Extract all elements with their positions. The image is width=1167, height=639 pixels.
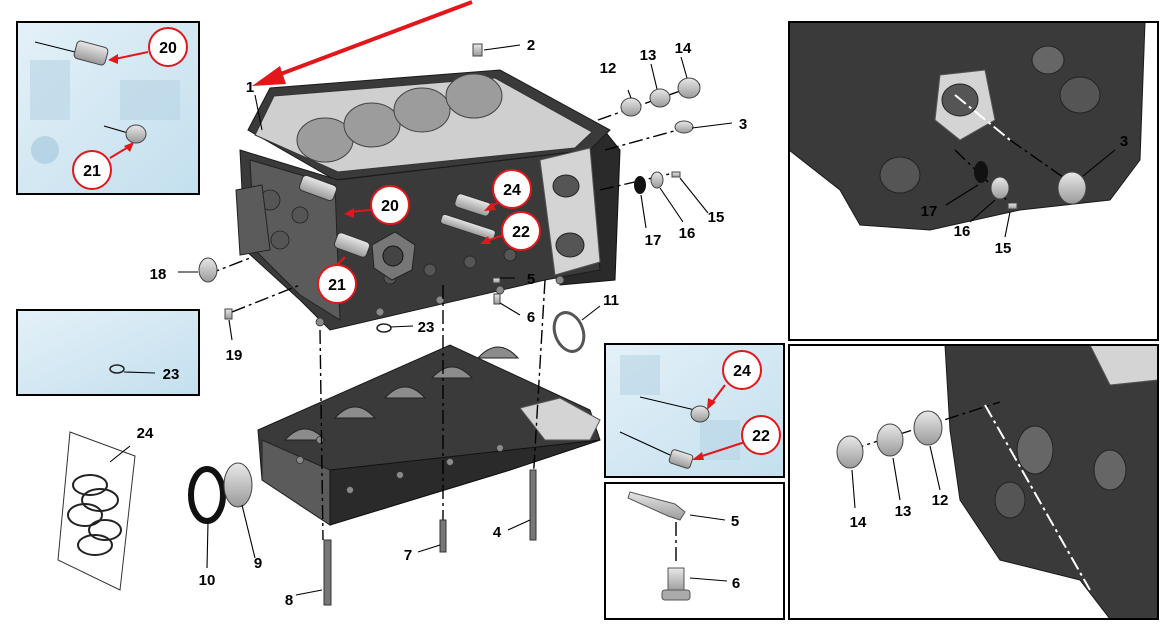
inset-panel-sleeves-22-24 [604, 343, 785, 478]
callout-18: 18 [150, 266, 167, 283]
inset-panel-oring-23 [16, 309, 200, 396]
callout-numbers: 1 2 3 12 13 14 15 16 17 18 19 5 6 23 11 … [137, 37, 1129, 609]
detail-panel-top-right [788, 21, 1159, 341]
callout-12: 12 [600, 60, 617, 77]
highlight-callouts: 20 21 20 21 24 22 24 22 [72, 27, 781, 455]
callout-21: 21 [328, 277, 346, 294]
callout-20-inset: 20 [159, 40, 177, 57]
callout-1: 1 [246, 79, 254, 96]
callout-16-panel: 16 [954, 223, 971, 240]
callout-15: 15 [708, 209, 725, 226]
callout-9: 9 [254, 555, 262, 572]
callout-24-inset: 24 [733, 363, 751, 380]
callout-6: 6 [527, 309, 535, 326]
leader-lines [109, 44, 1116, 596]
inset-panel-parts-5-6 [604, 482, 785, 620]
callout-8: 8 [285, 592, 293, 609]
loose-parts [57, 43, 701, 606]
callout-12-panel: 12 [932, 492, 949, 509]
callout-7: 7 [404, 547, 412, 564]
callout-23-inset: 23 [163, 366, 180, 383]
callout-11: 11 [603, 292, 619, 309]
callout-22: 22 [512, 224, 530, 241]
callout-5: 5 [527, 271, 535, 288]
callout-13-panel: 13 [895, 503, 912, 520]
cylinder-block [235, 69, 621, 331]
callout-10: 10 [199, 572, 216, 589]
detail-panel-bottom-right [788, 344, 1159, 620]
callout-17-panel: 17 [921, 203, 938, 220]
lower-crankcase [257, 344, 601, 526]
callout-15-panel: 15 [995, 240, 1012, 257]
callout-5-inset: 5 [731, 513, 739, 530]
callout-2: 2 [527, 37, 535, 54]
callout-24: 24 [503, 182, 521, 199]
callout-14: 14 [675, 40, 692, 57]
callout-19: 19 [226, 347, 243, 364]
callout-3: 3 [739, 116, 747, 133]
callout-17: 17 [645, 232, 662, 249]
callout-3-panel: 3 [1120, 133, 1128, 150]
callout-20: 20 [381, 198, 399, 215]
callout-22-inset: 22 [752, 428, 770, 445]
callout-14-panel: 14 [850, 514, 867, 531]
callout-4: 4 [493, 524, 502, 541]
callout-6-inset: 6 [732, 575, 740, 592]
callout-13: 13 [640, 47, 657, 64]
callout-21-inset: 21 [83, 163, 101, 180]
direction-arrow [252, 0, 473, 86]
callout-23: 23 [418, 319, 435, 336]
callout-24-bag: 24 [137, 425, 154, 442]
callout-16: 16 [679, 225, 696, 242]
